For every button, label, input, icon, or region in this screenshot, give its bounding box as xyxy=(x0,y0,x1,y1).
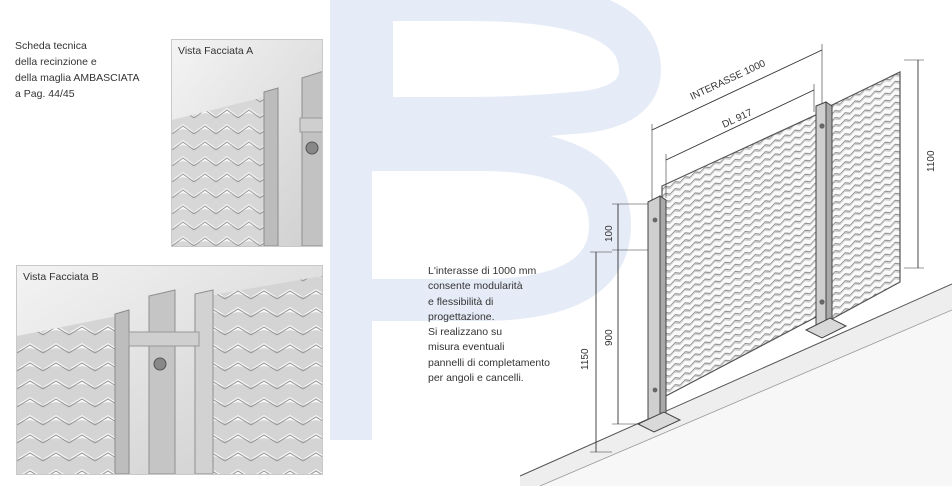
post-bolt xyxy=(652,387,658,393)
fence-technical-drawing: INTERASSE 1000 DL 917 1100 100 900 1150 xyxy=(519,44,952,486)
dim-line-dl xyxy=(665,89,815,161)
photo-facade-a-label: Vista Facciata A xyxy=(178,45,254,57)
description-line: progettazione. xyxy=(428,310,495,323)
intro-line: Scheda tecnica xyxy=(15,40,87,52)
photo-facade-b-label: Vista Facciata B xyxy=(23,271,99,283)
description-line: per angoli e cancelli. xyxy=(428,372,524,385)
dim-1100-label: 1100 xyxy=(926,150,937,172)
dim-dl-label: DL 917 xyxy=(721,107,755,131)
dim-line-interasse xyxy=(651,49,823,131)
mesh-panel-next xyxy=(829,71,901,322)
description-line: Si realizzano su xyxy=(428,326,503,339)
ground-edge-line xyxy=(539,309,952,486)
photo-facade-b-image xyxy=(17,266,322,474)
middle-post-base xyxy=(804,317,848,339)
dim-900-label: 900 xyxy=(604,329,615,346)
photo-facade-b: Vista Facciata B xyxy=(16,265,323,475)
dim-1150-label: 1150 xyxy=(580,348,591,370)
left-post-side xyxy=(659,195,667,419)
middle-post xyxy=(815,101,827,327)
photo-facade-a-image xyxy=(172,40,322,246)
post-bolt xyxy=(819,123,825,129)
description-line: e flessibilità di xyxy=(428,295,494,308)
intro-line: della recinzione e xyxy=(15,56,97,68)
description-text: L'interasse di 1000 mm consente modulari… xyxy=(428,264,550,386)
description-line: pannelli di completamento xyxy=(428,356,550,369)
intro-line: a Pag. 44/45 xyxy=(15,88,75,100)
ground-base xyxy=(520,284,952,486)
post-bolt xyxy=(819,299,825,305)
dim-interasse-label: INTERASSE 1000 xyxy=(689,58,768,103)
left-post-base xyxy=(636,411,682,433)
middle-post-side xyxy=(825,101,833,325)
photo-facade-a: Vista Facciata A xyxy=(171,39,323,247)
description-line: L'interasse di 1000 mm xyxy=(428,265,537,277)
intro-text: Scheda tecnica della recinzione e della … xyxy=(15,38,140,102)
ground-edge-line xyxy=(519,283,952,477)
intro-line: della maglia AMBASCIATA xyxy=(15,72,140,84)
description-line: misura eventuali xyxy=(428,341,505,354)
description-line: consente modularità xyxy=(428,280,523,293)
dim-100-label: 100 xyxy=(604,225,615,242)
post-bolt xyxy=(652,217,658,223)
